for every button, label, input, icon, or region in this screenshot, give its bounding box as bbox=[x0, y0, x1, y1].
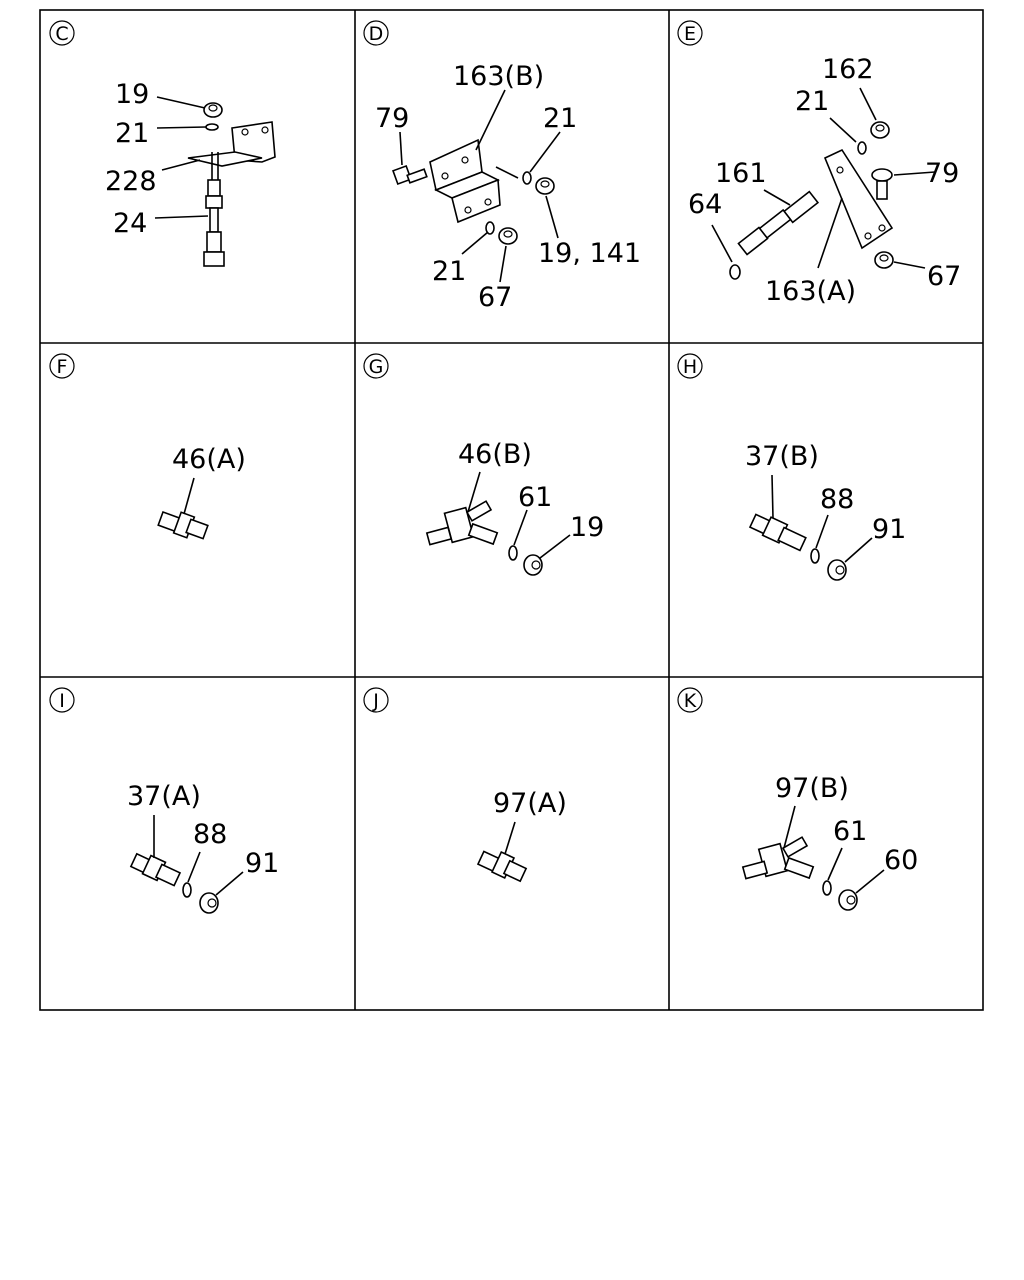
washer-part bbox=[822, 880, 832, 896]
bracket-part bbox=[187, 121, 276, 167]
union-part bbox=[748, 513, 807, 552]
bracket-part bbox=[823, 148, 894, 250]
nut-part bbox=[498, 227, 518, 245]
nut-part bbox=[535, 177, 555, 195]
callout-label: 21 bbox=[432, 256, 466, 287]
callout-label: 21 bbox=[795, 86, 829, 117]
nut-part bbox=[523, 554, 543, 576]
callout-label: 60 bbox=[884, 845, 918, 876]
washer-part bbox=[729, 264, 741, 280]
nut-part bbox=[874, 251, 894, 269]
callout-label: 163(A) bbox=[765, 276, 856, 307]
panel-badge: H bbox=[677, 353, 703, 379]
panel-c: C 19 21 bbox=[49, 20, 276, 267]
panel-id: K bbox=[684, 690, 697, 712]
panel-d: D 163 bbox=[363, 20, 641, 313]
panel-badge: D bbox=[363, 20, 389, 46]
callout-label: 67 bbox=[478, 282, 512, 313]
bolt-part bbox=[392, 165, 428, 185]
nut-part bbox=[203, 102, 223, 118]
callout-label: 61 bbox=[833, 816, 867, 847]
panel-g: G 46(B) 61 19 bbox=[363, 353, 604, 576]
callout-label: 79 bbox=[375, 103, 409, 134]
panel-id: G bbox=[369, 356, 384, 378]
nut-part bbox=[199, 892, 219, 914]
bolt-part bbox=[871, 168, 893, 200]
nut-part bbox=[870, 121, 890, 139]
washer-part bbox=[522, 171, 532, 185]
hose-part bbox=[203, 152, 225, 267]
callout-label: 97(B) bbox=[775, 773, 849, 804]
washer-part bbox=[485, 221, 495, 235]
washer-part bbox=[857, 141, 867, 155]
panel-id: D bbox=[369, 23, 384, 45]
panel-badge: C bbox=[49, 20, 75, 46]
washer-part bbox=[810, 548, 820, 564]
callout-label: 46(A) bbox=[172, 444, 246, 475]
panel-id: H bbox=[683, 356, 697, 378]
washer-part bbox=[508, 545, 518, 561]
panel-e: E bbox=[677, 20, 961, 307]
panel-id: F bbox=[57, 356, 68, 378]
callout-label: 19 bbox=[115, 79, 149, 110]
callout-label: 24 bbox=[113, 208, 147, 239]
tee-fitting-part bbox=[425, 500, 499, 546]
valve-part bbox=[737, 190, 820, 256]
callout-label: 91 bbox=[872, 514, 906, 545]
panel-j: J 97(A) bbox=[363, 687, 567, 883]
bracket-part bbox=[429, 138, 501, 224]
callout-label: 19 bbox=[570, 512, 604, 543]
panel-badge: I bbox=[49, 687, 75, 713]
callout-label: 67 bbox=[927, 261, 961, 292]
callout-label: 64 bbox=[688, 189, 722, 220]
callout-label: 37(B) bbox=[745, 441, 819, 472]
nut-part bbox=[827, 559, 847, 581]
callout-label: 88 bbox=[193, 819, 227, 850]
panel-id: I bbox=[59, 690, 65, 712]
callout-label: 228 bbox=[105, 166, 157, 197]
callout-label: 46(B) bbox=[458, 439, 532, 470]
panel-grid bbox=[39, 9, 984, 1011]
callout-label: 21 bbox=[543, 103, 577, 134]
tee-fitting-part bbox=[741, 836, 815, 880]
panel-id: C bbox=[55, 23, 68, 45]
panel-badge: E bbox=[677, 20, 703, 46]
connector-part bbox=[476, 850, 528, 883]
callout-label: 91 bbox=[245, 848, 279, 879]
callout-label: 37(A) bbox=[127, 781, 201, 812]
callout-label: 79 bbox=[925, 158, 959, 189]
panel-badge: J bbox=[363, 687, 389, 713]
connector-part bbox=[157, 510, 209, 540]
callout-label: 97(A) bbox=[493, 788, 567, 819]
callout-label: 162 bbox=[822, 54, 874, 85]
callout-label: 88 bbox=[820, 484, 854, 515]
nut-part bbox=[838, 889, 858, 911]
panel-badge: F bbox=[49, 353, 75, 379]
washer-part bbox=[205, 123, 219, 131]
union-part bbox=[129, 852, 182, 887]
panel-badge: K bbox=[677, 687, 703, 713]
callout-label: 21 bbox=[115, 118, 149, 149]
panel-id: E bbox=[684, 23, 696, 45]
panel-f: F 46(A) bbox=[49, 353, 246, 540]
panel-h: H 37(B) 88 91 bbox=[677, 353, 906, 581]
panel-k: K 97(B) 61 60 bbox=[677, 687, 918, 911]
callout-label: 61 bbox=[518, 482, 552, 513]
callout-label: 163(B) bbox=[453, 61, 544, 92]
panel-i: I 37(A) 88 91 bbox=[49, 687, 279, 914]
panel-badge: G bbox=[363, 353, 389, 379]
washer-part bbox=[182, 882, 192, 898]
callout-label: 161 bbox=[715, 158, 767, 189]
panel-id: J bbox=[372, 690, 379, 712]
callout-label: 19, 141 bbox=[538, 238, 641, 269]
